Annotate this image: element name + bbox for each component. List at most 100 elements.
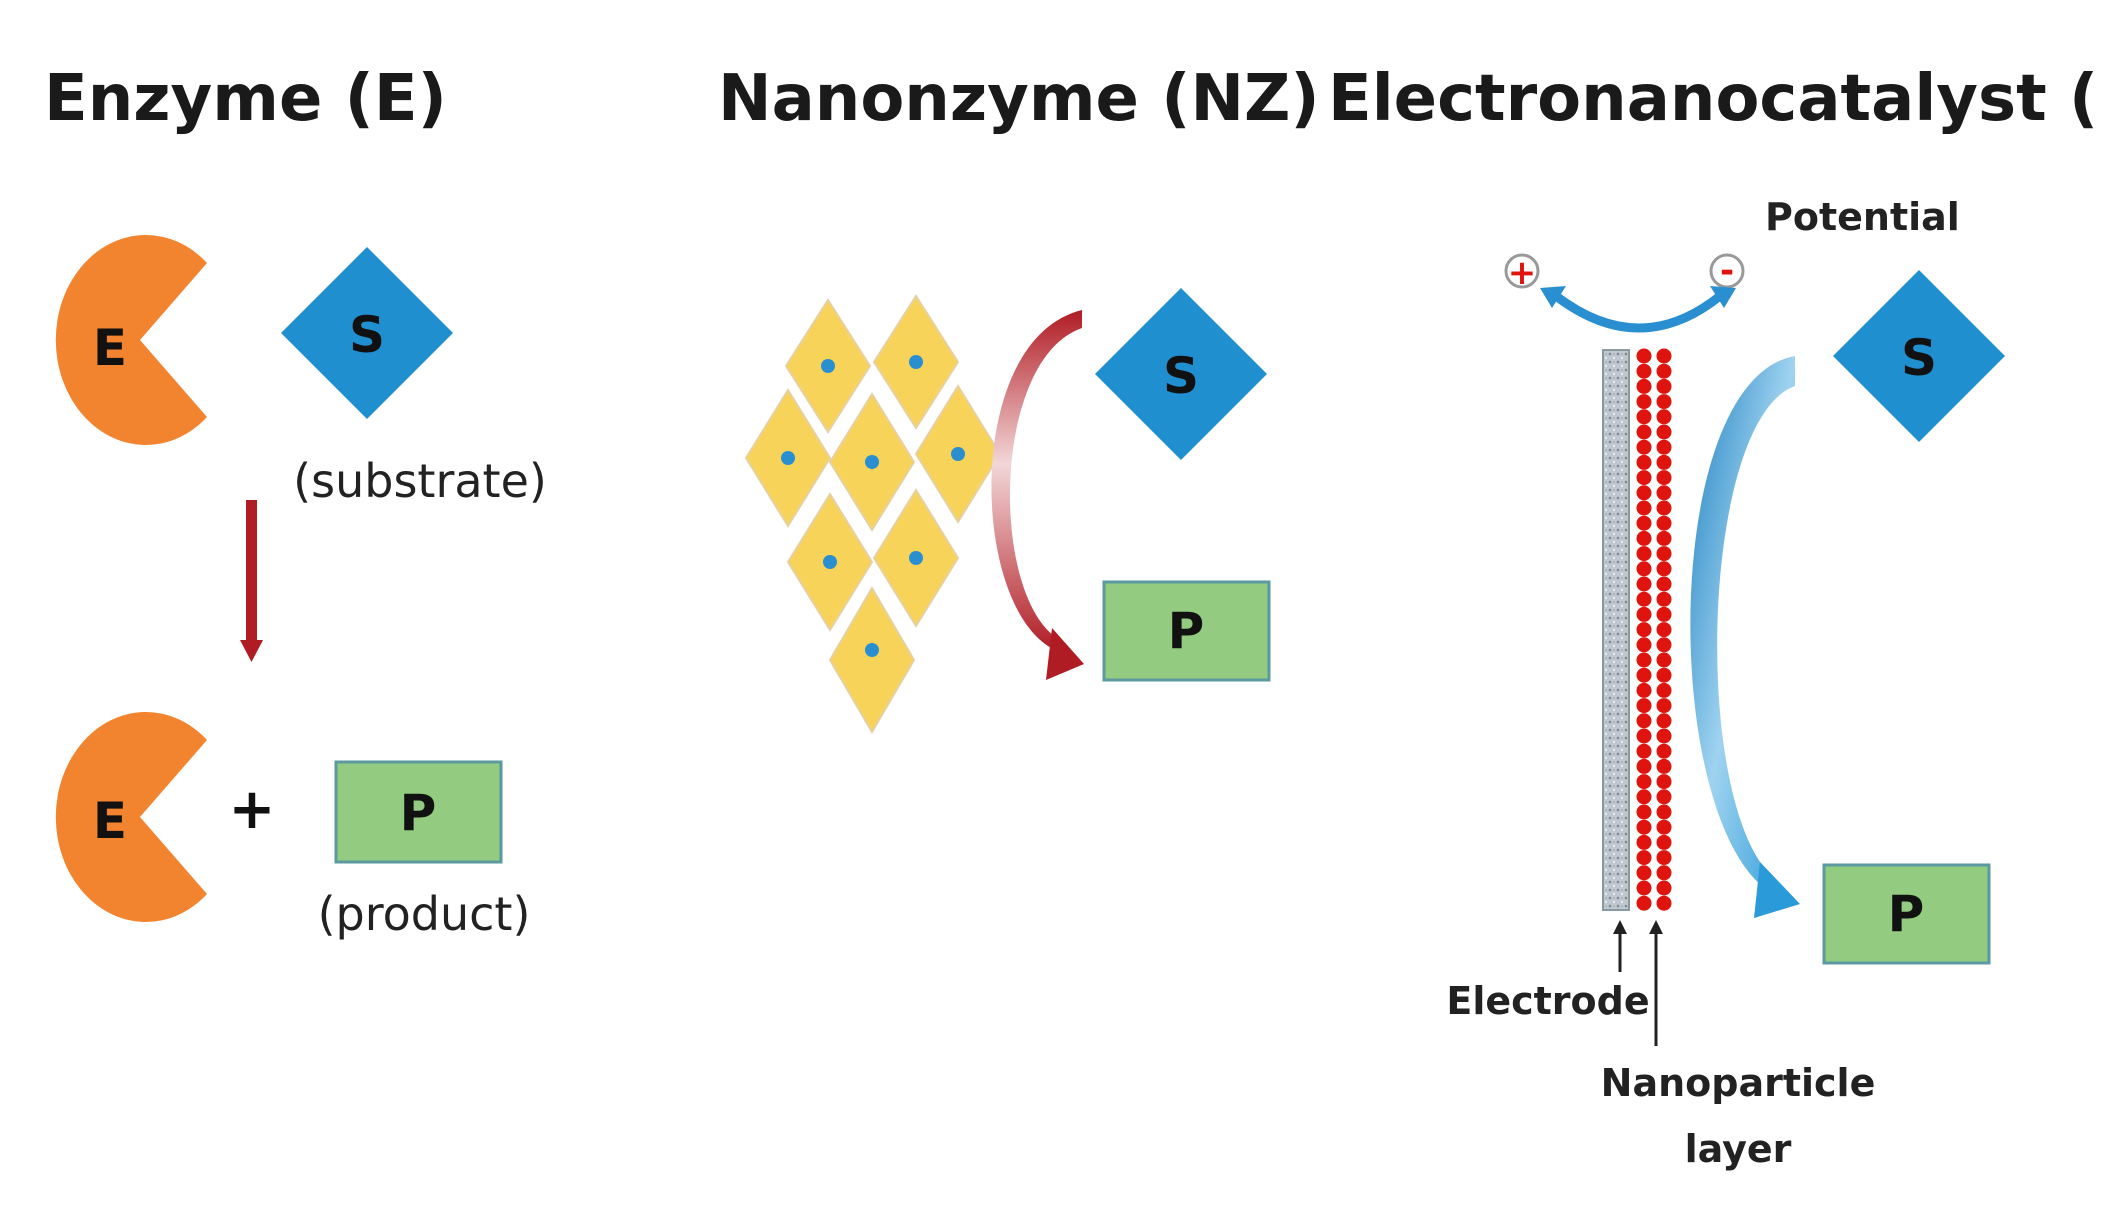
nanoparticle-dot: [1636, 348, 1652, 364]
substrate-letter-nanozyme: S: [1163, 347, 1199, 405]
nanoparticle-dot: [1636, 713, 1652, 729]
nanoparticle-dot: [1636, 591, 1652, 607]
nanoparticle-dot: [1636, 728, 1652, 744]
nanoparticle-dot: [1656, 530, 1672, 546]
nanozyme-curved-arrow: [991, 310, 1084, 680]
enc-curved-arrow: [1690, 356, 1800, 918]
nanoparticle-dot: [1656, 378, 1672, 394]
nanoparticle-dot: [1636, 622, 1652, 638]
nanoparticle-dot: [1656, 606, 1672, 622]
nanoparticle-dot: [1636, 880, 1652, 896]
nanoparticle-dot: [1636, 667, 1652, 683]
negative-sign: -: [1720, 251, 1734, 291]
nanoparticle-label-line1: Nanoparticle: [1601, 1061, 1876, 1105]
electrode-pointer: [1613, 920, 1627, 972]
nanoparticle-dot: [1636, 606, 1652, 622]
nanoparticle-dot: [1656, 789, 1672, 805]
nanoparticle-dot: [1636, 758, 1652, 774]
nanoparticle-dot: [1636, 530, 1652, 546]
substrate-letter-enc: S: [1901, 329, 1937, 387]
substrate-shape-nanozyme: S: [1095, 288, 1267, 460]
positive-sign: +: [1508, 253, 1537, 293]
nanoparticle-dot: [1636, 439, 1652, 455]
enzyme-letter-bottom: E: [93, 792, 127, 850]
nanoparticle-dot: [1636, 834, 1652, 850]
nanoparticle-dot: [1636, 865, 1652, 881]
product-box-enzyme: P: [334, 760, 503, 864]
nanoparticle-dot: [1636, 789, 1652, 805]
nanoparticle-dot: [1656, 394, 1672, 410]
nanoparticle-dot: [1636, 409, 1652, 425]
nanoparticle-dot: [1656, 880, 1672, 896]
nanozyme-cluster: [744, 294, 1002, 734]
nanoparticle-pointer: [1649, 920, 1663, 1046]
nanoparticle-dot: [1656, 363, 1672, 379]
nanoparticle-dot: [1656, 865, 1672, 881]
nanoparticle-dot: [1656, 682, 1672, 698]
nanoparticle-dot: [1656, 348, 1672, 364]
enc-panel: Electronanocatalyst (ENC) Potential + -: [1328, 62, 2102, 1171]
nanoparticle-dot: [1636, 895, 1652, 911]
substrate-letter-enzyme: S: [349, 306, 385, 364]
nanoparticle-dot: [1656, 895, 1672, 911]
nanoparticle-dot: [1656, 728, 1672, 744]
nanoparticle-dot: [1656, 850, 1672, 866]
nanoparticle-dot: [1656, 667, 1672, 683]
nanoparticle-dot: [1656, 591, 1672, 607]
nanoparticle-dot: [1636, 485, 1652, 501]
nanoparticle-dot: [1656, 439, 1672, 455]
nanoparticle-dot: [1656, 834, 1672, 850]
substrate-shape-enc: S: [1833, 270, 2005, 442]
nanozyme-panel-title: Nanonzyme (NZ): [718, 62, 1320, 136]
nanoparticle-dot: [1656, 774, 1672, 790]
nanoparticle-dot: [1656, 743, 1672, 759]
nanoparticle-dot: [1636, 561, 1652, 577]
nanoparticle-dot: [1636, 774, 1652, 790]
nanoparticle-dot: [1636, 378, 1652, 394]
potential-label: Potential: [1765, 195, 1960, 239]
nanoparticle-dot: [1636, 515, 1652, 531]
product-label: (product): [318, 887, 531, 941]
product-letter-enc: P: [1888, 885, 1925, 943]
nanoparticle-dot: [1636, 576, 1652, 592]
nanoparticle-dot: [1656, 454, 1672, 470]
nanoparticle-dot: [1636, 652, 1652, 668]
nanoparticle-dot: [1636, 804, 1652, 820]
enc-panel-title: Electronanocatalyst (ENC): [1328, 62, 2102, 136]
product-box-nanozyme: P: [1102, 580, 1271, 682]
nanoparticle-dot: [1656, 515, 1672, 531]
nanoparticle-dot: [1656, 758, 1672, 774]
nanoparticle-dot: [1656, 637, 1672, 653]
nanoparticle-dot: [1636, 682, 1652, 698]
positive-terminal: +: [1504, 253, 1540, 293]
enzyme-panel: Enzyme (E) E S (substrate) E + P (produc…: [44, 62, 547, 941]
nanozyme-panel: Nanonzyme (NZ): [718, 62, 1320, 734]
nanoparticle-dot: [1636, 394, 1652, 410]
nanoparticle-dot: [1656, 470, 1672, 486]
nanoparticle-dot: [1656, 424, 1672, 440]
substrate-label: (substrate): [293, 454, 547, 508]
nanoparticle-dot: [1656, 698, 1672, 714]
reaction-down-arrow: [240, 500, 263, 662]
nanoparticle-dot: [1656, 622, 1672, 638]
nanoparticle-dot: [1636, 637, 1652, 653]
potential-arc: [1540, 286, 1736, 333]
negative-terminal: -: [1709, 251, 1745, 291]
nanoparticle-dot: [1636, 819, 1652, 835]
nanoparticle-dot: [1656, 409, 1672, 425]
enzyme-panel-title: Enzyme (E): [44, 62, 447, 136]
nanoparticle-dot: [1656, 576, 1672, 592]
nanoparticle-dot: [1656, 546, 1672, 562]
nanoparticle-dot: [1636, 424, 1652, 440]
electrode: [1602, 349, 1630, 911]
nanoparticle-dot: [1636, 454, 1652, 470]
electrode-label: Electrode: [1446, 979, 1649, 1023]
nanoparticle-layer: [1636, 348, 1672, 911]
nanozyme-dots: [781, 355, 965, 657]
plus-sign: +: [229, 777, 276, 842]
nanoparticle-dot: [1636, 500, 1652, 516]
nanoparticle-dot: [1656, 713, 1672, 729]
enzyme-shape-bottom: E: [55, 712, 207, 922]
nanoparticle-dot: [1636, 470, 1652, 486]
